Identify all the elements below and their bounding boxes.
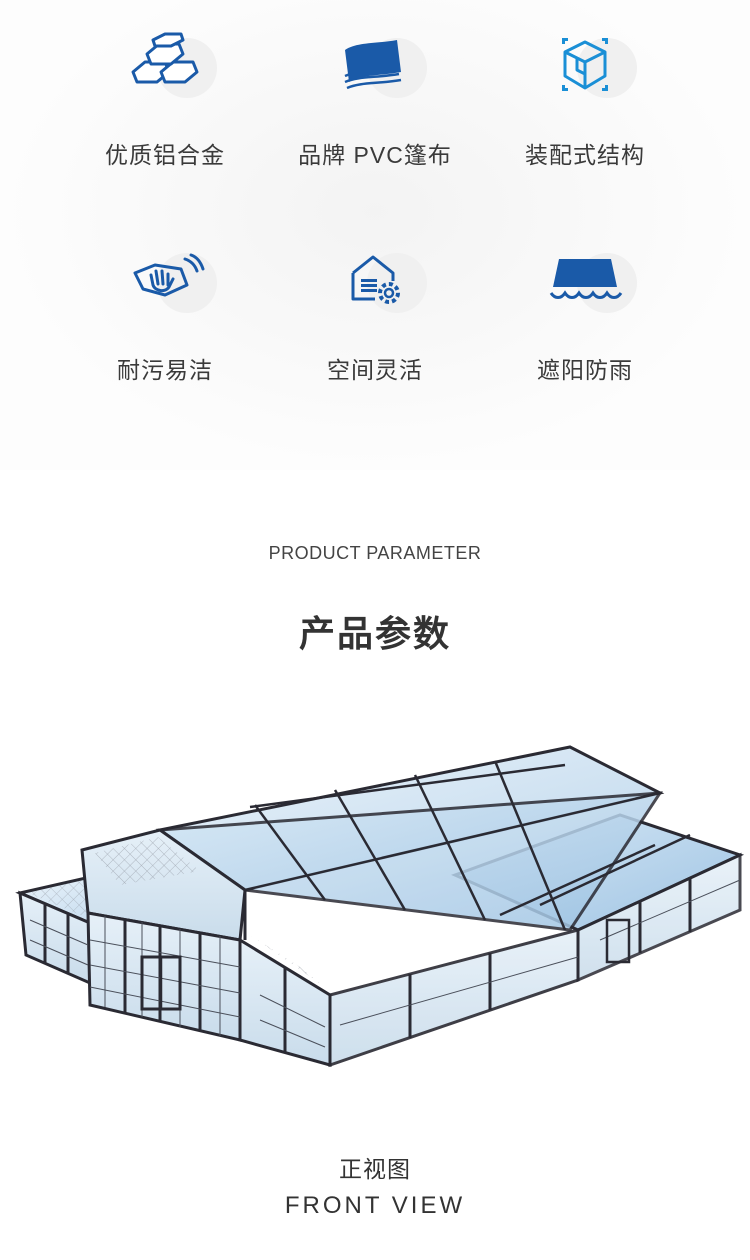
feature-label: 耐污易洁	[117, 357, 213, 383]
feature-label: 空间灵活	[327, 357, 423, 383]
feature-aluminum: 优质铝合金	[40, 30, 290, 170]
feature-pvc: 品牌 PVC篷布	[250, 30, 500, 170]
figure-caption-zh: 正视图	[339, 1156, 411, 1182]
feature-icon-wrap	[105, 30, 225, 110]
pvc-fabric-icon	[344, 40, 402, 90]
aluminum-ingot-icon	[131, 32, 199, 84]
assembly-cube-icon	[562, 38, 608, 91]
feature-icon-wrap	[525, 30, 645, 110]
tent-structure-illustration	[15, 745, 745, 1068]
section-title-en: PRODUCT PARAMETER	[268, 543, 482, 563]
feature-assembly: 装配式结构	[460, 30, 710, 170]
feature-sunshade: 遮阳防雨	[460, 245, 710, 385]
easy-clean-icon	[133, 253, 205, 297]
feature-label: 遮阳防雨	[537, 357, 633, 383]
feature-icon-wrap	[315, 30, 435, 110]
side-door	[605, 918, 631, 964]
feature-label: 品牌 PVC篷布	[298, 142, 452, 168]
section-title-zh: 产品参数	[298, 613, 451, 654]
sunshade-rain-icon	[549, 259, 623, 299]
feature-label: 装配式结构	[525, 142, 645, 168]
feature-flexible-space: 空间灵活	[250, 245, 500, 385]
flexible-space-icon	[351, 255, 400, 304]
feature-icon-wrap	[525, 245, 645, 325]
feature-icon-wrap	[315, 245, 435, 325]
feature-easy-clean: 耐污易洁	[40, 245, 290, 385]
figure-caption-en: FRONT VIEW	[284, 1192, 466, 1219]
feature-icon-wrap	[105, 245, 225, 325]
feature-label: 优质铝合金	[105, 142, 225, 168]
features-section: 优质铝合金 品牌 PVC篷布	[0, 0, 750, 470]
